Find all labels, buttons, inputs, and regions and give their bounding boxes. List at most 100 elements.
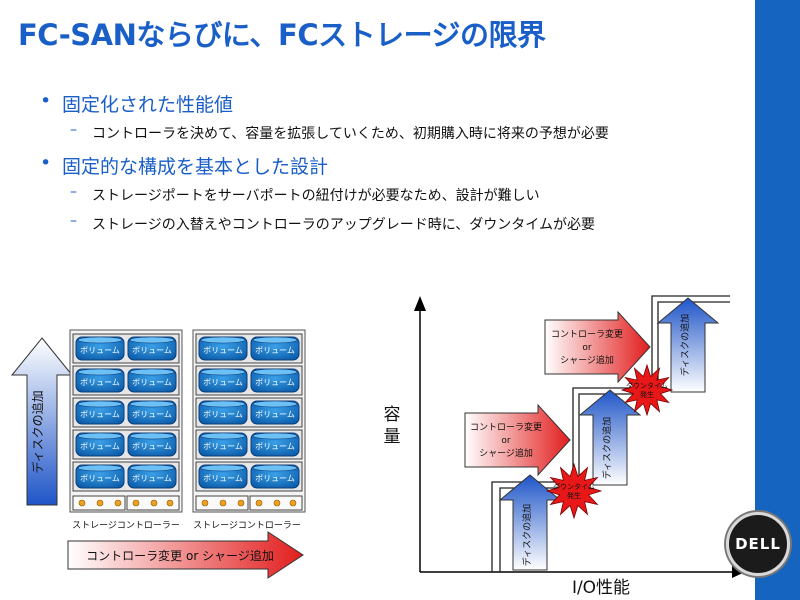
step-outline: [491, 295, 730, 572]
volume-label: ボリューム: [80, 378, 120, 387]
indicator-led-icon: [114, 499, 122, 507]
indicator-led-icon: [289, 499, 297, 507]
sub-bullet-1-1: – コントローラを決めて、容量を拡張していくため、初期購入時に将来の予想が必要: [70, 122, 740, 143]
x-axis-label: I/O性能: [572, 578, 630, 598]
volume-disk-icon: ボリューム: [75, 464, 125, 489]
volume-disk-icon: ボリューム: [250, 432, 300, 457]
volume-label: ボリューム: [255, 442, 295, 451]
cc-arrow-2-line-1: コントローラ変更: [551, 328, 623, 340]
volume-disk-icon: ボリューム: [75, 432, 125, 457]
volume-label: ボリューム: [255, 378, 295, 387]
controller-change-horizontal-label: コントローラ変更 or シャージ追加: [86, 548, 274, 563]
disk-add-arrow-3: ディスクの追加: [656, 297, 720, 393]
volume-label: ボリューム: [203, 346, 243, 355]
volume-disk-icon: ボリューム: [127, 464, 177, 489]
volume-label: ボリューム: [80, 442, 120, 451]
bullet-1: • 固定化された性能値: [40, 90, 740, 117]
volume-label: ボリューム: [203, 378, 243, 387]
bullet-2: • 固定的な構成を基本とした設計: [40, 152, 740, 179]
indicator-led-icon: [273, 499, 281, 507]
y-axis-label-1: 容量: [384, 405, 401, 447]
volume-label: ボリューム: [132, 378, 172, 387]
step-outline-inner: [499, 301, 730, 572]
disk-add-arrow-1: ディスクの追加: [498, 474, 562, 571]
volume-label: ボリューム: [203, 474, 243, 483]
volume-disk-icon: ボリューム: [198, 432, 248, 457]
starburst-shape: [545, 462, 603, 520]
starburst-shape: [620, 363, 674, 417]
sub-bullet-2-2-text: ストレージの入替えやコントローラのアップグレード時に、ダウンタイムが必要: [92, 217, 596, 233]
indicator-led-icon: [237, 499, 245, 507]
sub-bullet-1-1-text: コントローラを決めて、容量を拡張していくため、初期購入時に将来の予想が必要: [92, 126, 609, 142]
storage-rack-1: ボリュームボリュームボリュームボリュームボリュームボリュームボリュームボリューム…: [69, 329, 183, 513]
volume-disk-icon: ボリューム: [250, 400, 300, 425]
downtime-burst-1: ダウンタイム 発生: [545, 462, 603, 520]
volume-label: ボリューム: [80, 410, 120, 419]
dash-icon: –: [70, 213, 77, 229]
volume-label: ボリューム: [80, 474, 120, 483]
downtime-burst-2: ダウンタイム 発生: [620, 363, 674, 417]
slide-title: FC-SANならびに、FCストレージの限界: [18, 18, 546, 52]
indicator-led-icon: [150, 499, 158, 507]
volume-label: ボリューム: [255, 410, 295, 419]
burst-2-line-1: ダウンタイム: [626, 381, 668, 390]
volume-disk-icon: ボリューム: [75, 336, 125, 361]
volume-disk-icon: ボリューム: [250, 336, 300, 361]
volume-label: ボリューム: [80, 346, 120, 355]
disk-add-arrow-2-label: ディスクの追加: [601, 417, 613, 479]
sub-bullet-2-1: – ストレージポートをサーバポートの紐付けが必要なため、設計が難しい: [70, 184, 740, 205]
volume-disk-icon: ボリューム: [198, 464, 248, 489]
rack-1-label: ストレージコントローラー: [72, 520, 180, 531]
disk-add-arrow-3-label: ディスクの追加: [679, 314, 691, 376]
disk-add-vertical-arrow: ディスクの追加: [10, 337, 74, 506]
disk-add-vertical-label: ディスクの追加: [30, 390, 45, 473]
burst-1-line-2: 発生: [567, 491, 581, 500]
indicator-led-icon: [166, 499, 174, 507]
dell-logo-text: DELL: [735, 535, 781, 553]
indicator-led-icon: [78, 499, 86, 507]
volume-label: ボリューム: [255, 474, 295, 483]
volume-disk-icon: ボリューム: [198, 368, 248, 393]
volume-label: ボリューム: [203, 442, 243, 451]
bullet-1-label: 固定化された性能値: [62, 94, 234, 116]
bullet-list: • 固定化された性能値 – コントローラを決めて、容量を拡張していくため、初期購…: [40, 90, 740, 243]
volume-disk-icon: ボリューム: [127, 368, 177, 393]
sub-bullet-2-2: – ストレージの入替えやコントローラのアップグレード時に、ダウンタイムが必要: [70, 213, 740, 234]
controller-change-horizontal-arrow: コントローラ変更 or シャージ追加: [67, 531, 304, 579]
dell-logo: DELL: [726, 512, 790, 576]
volume-label: ボリューム: [132, 346, 172, 355]
volume-label: ボリューム: [203, 410, 243, 419]
volume-label: ボリューム: [132, 410, 172, 419]
disk-add-arrow-2: ディスクの追加: [578, 389, 642, 486]
controller-change-arrow-1: コントローラ変更 or シャージ追加: [464, 403, 571, 477]
controller-change-arrow-2: コントローラ変更 or シャージ追加: [544, 310, 651, 384]
volume-disk-icon: ボリューム: [250, 464, 300, 489]
volume-disk-icon: ボリューム: [198, 336, 248, 361]
sub-bullet-2-1-text: ストレージポートをサーバポートの紐付けが必要なため、設計が難しい: [92, 188, 540, 204]
volume-disk-icon: ボリューム: [127, 336, 177, 361]
volume-disk-icon: ボリューム: [75, 400, 125, 425]
volume-disk-icon: ボリューム: [75, 368, 125, 393]
volume-disk-icon: ボリューム: [198, 400, 248, 425]
controller-unit: [195, 495, 303, 511]
cc-arrow-2-line-2: or: [582, 343, 592, 353]
volume-disk-icon: ボリューム: [127, 432, 177, 457]
right-sidebar-bar: [755, 0, 800, 600]
rack-2-label: ストレージコントローラー: [193, 520, 301, 531]
dash-icon: –: [70, 184, 77, 200]
indicator-led-icon: [96, 499, 104, 507]
volume-label: ボリューム: [132, 474, 172, 483]
disk-add-arrow-1-label: ディスクの追加: [521, 504, 533, 566]
indicator-led-icon: [201, 499, 209, 507]
storage-rack-2: ボリュームボリュームボリュームボリュームボリュームボリュームボリュームボリューム…: [192, 329, 306, 513]
cc-arrow-1-line-3: シャージ追加: [479, 447, 533, 459]
indicator-led-icon: [132, 499, 140, 507]
chart-axes: [414, 296, 745, 578]
controller-unit: [72, 495, 180, 511]
bullet-dot-icon: •: [40, 152, 52, 174]
cc-arrow-2-line-3: シャージ追加: [560, 354, 614, 366]
bullet-dot-icon: •: [40, 90, 52, 112]
dash-icon: –: [70, 122, 77, 138]
indicator-led-icon: [255, 499, 263, 507]
